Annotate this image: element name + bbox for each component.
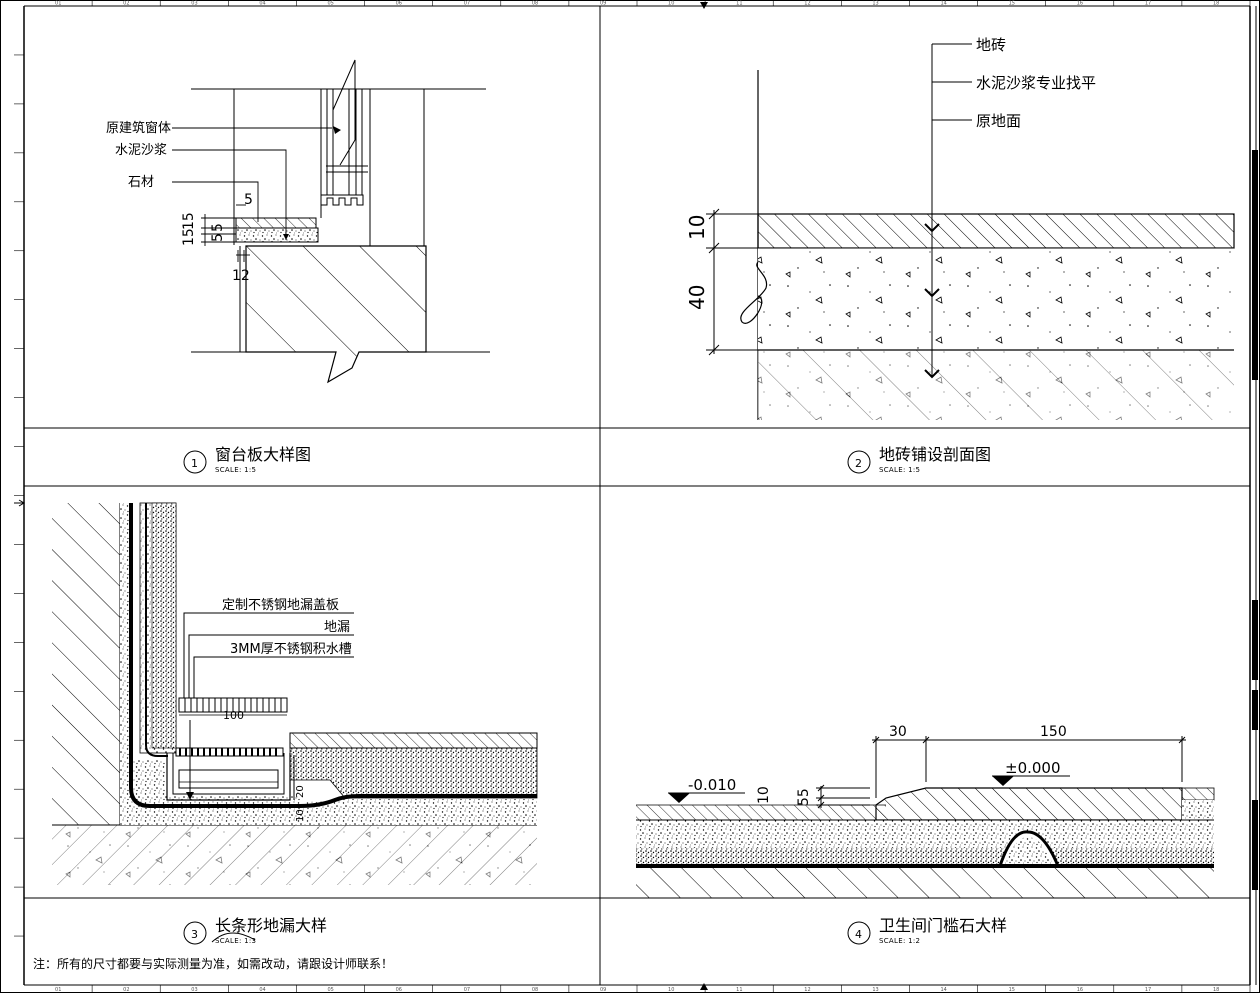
label-water-trough: 3MM厚不锈钢积水槽: [230, 642, 352, 657]
ruler-label: 05: [328, 1, 334, 7]
ruler-label: 11: [736, 1, 742, 7]
ruler-label: 03: [191, 987, 197, 993]
ruler-label: 16: [1077, 987, 1083, 993]
dim-12: 12: [232, 268, 250, 284]
top-ruler: 01 01 02 02 03 03 04 04 05 05 06 06 07 07 08 08 09 09 10 10…: [55, 0, 1251, 993]
ruler-label: 12: [804, 1, 810, 7]
label-floor-drain: 地漏: [324, 619, 350, 635]
left-ruler: [14, 54, 24, 937]
label-window-body: 原建筑窗体: [106, 120, 171, 136]
ruler-label: 13: [872, 987, 878, 993]
detail-linear-drain: 定制不锈钢地漏盖板 地漏 3MM厚不锈钢积水槽 100 20 10: [52, 502, 538, 943]
caption-2: 2 地砖铺设剖面图 SCALE: 1:5: [847, 445, 991, 474]
label-drain-cover: 定制不锈钢地漏盖板: [222, 597, 339, 613]
ruler-label: 15: [1009, 987, 1015, 993]
caption-3-scale: SCALE: 1:3: [215, 937, 256, 945]
ruler-label: 10: [668, 987, 674, 993]
caption-2-scale: SCALE: 1:5: [879, 466, 920, 474]
dim-15-a: 15: [181, 228, 197, 246]
caption-1: 1 窗台板大样图 SCALE: 1:5: [183, 445, 311, 474]
ruler-label: 18: [1213, 987, 1219, 993]
ruler-label: 18: [1213, 1, 1219, 7]
caption-3: 3 长条形地漏大样 SCALE: 1:3: [183, 916, 327, 945]
ruler-label: 01: [55, 987, 61, 993]
ruler-label: 08: [532, 987, 538, 993]
caption-3-number: 3: [191, 928, 198, 941]
label-cement-mortar: 水泥沙浆: [115, 143, 167, 158]
label-leveling-mortar: 水泥沙浆专业找平: [976, 74, 1096, 92]
dim-10-drain: 10: [295, 809, 306, 822]
ruler-label: 06: [396, 987, 402, 993]
dim-10: 10: [685, 215, 709, 240]
ruler-label: 15: [1009, 1, 1015, 7]
ruler-label: 09: [600, 1, 606, 7]
ruler-label: 04: [259, 987, 265, 993]
level-minus-0010: -0.010: [688, 776, 736, 794]
ruler-label: 14: [941, 1, 947, 7]
dim-10-stone: 10: [756, 786, 772, 804]
label-original-ground: 原地面: [976, 112, 1021, 130]
ruler-label: 04: [259, 1, 265, 7]
ruler-label: 06: [396, 1, 402, 7]
dim-40: 40: [685, 285, 709, 310]
caption-4-scale: SCALE: 1:2: [879, 937, 920, 945]
ruler-label: 03: [191, 1, 197, 7]
caption-1-title: 窗台板大样图: [215, 445, 311, 464]
detail-window-sill: 原建筑窗体 水泥沙浆 石材 5 15 15 5 5 12: [106, 59, 490, 384]
dim-30: 30: [889, 724, 907, 740]
ruler-label: 13: [872, 1, 878, 7]
ruler-label: 01: [55, 1, 61, 7]
ruler-label: 17: [1145, 987, 1151, 993]
dim-20: 20: [295, 785, 306, 798]
detail-floor-tile: 地砖 水泥沙浆专业找平 原地面 10 40: [685, 36, 1235, 420]
dim-100: 100: [223, 709, 244, 722]
label-floor-tile: 地砖: [976, 36, 1006, 54]
caption-1-number: 1: [191, 457, 198, 470]
ruler-label: 17: [1145, 1, 1151, 7]
ruler-label: 16: [1077, 1, 1083, 7]
ruler-label: 14: [941, 987, 947, 993]
ruler-label: 02: [123, 987, 129, 993]
dim-5-b: 5: [210, 223, 226, 232]
caption-2-title: 地砖铺设剖面图: [879, 445, 991, 464]
detail-threshold-stone: 30 150 10 55 -0.010 ±0.000: [636, 724, 1215, 898]
level-zero: ±0.000: [1005, 759, 1061, 777]
dim-5-top: 5: [244, 192, 253, 208]
ruler-label: 07: [464, 987, 470, 993]
ruler-label: 09: [600, 987, 606, 993]
dim-55: 55: [796, 788, 812, 806]
caption-4-title: 卫生间门槛石大样: [879, 916, 1007, 935]
dim-150: 150: [1040, 724, 1067, 740]
caption-2-number: 2: [855, 457, 862, 470]
caption-3-title: 长条形地漏大样: [215, 916, 327, 935]
ruler-label: 07: [464, 1, 470, 7]
ruler-label: 08: [532, 1, 538, 7]
dim-15-b: 15: [181, 212, 197, 230]
dim-5-a: 5: [210, 233, 226, 242]
ruler-label: 05: [328, 987, 334, 993]
ruler-label: 11: [736, 987, 742, 993]
ruler-label: 10: [668, 1, 674, 7]
label-stone: 石材: [128, 175, 154, 190]
ruler-label: 02: [123, 1, 129, 7]
sheet-note: 注：所有的尺寸都要与实际测量为准，如需改动，请跟设计师联系！: [33, 957, 394, 971]
caption-4: 4 卫生间门槛石大样 SCALE: 1:2: [847, 916, 1007, 945]
caption-1-scale: SCALE: 1:5: [215, 466, 256, 474]
caption-4-number: 4: [855, 928, 862, 941]
ruler-label: 12: [804, 987, 810, 993]
